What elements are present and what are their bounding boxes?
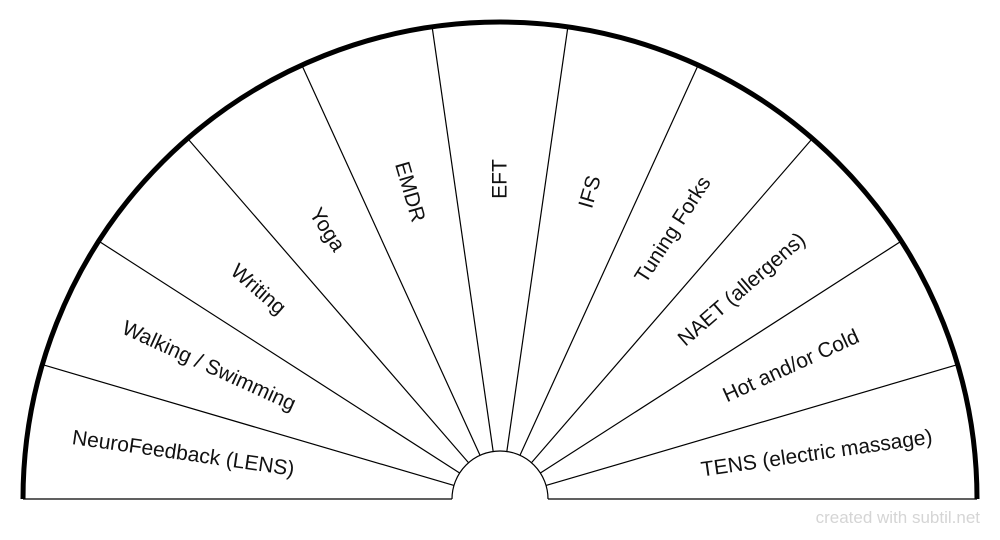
wedge-label: Writing xyxy=(226,259,290,319)
wedge-label: Tuning Forks xyxy=(630,172,715,287)
divider-lines xyxy=(23,26,977,500)
watermark-text: created with subtil.net xyxy=(815,508,980,527)
wedge-label: EMDR xyxy=(390,159,429,225)
wedge-divider xyxy=(506,26,569,452)
wedge-divider xyxy=(530,138,813,464)
center-hub xyxy=(451,450,549,500)
wedge-divider xyxy=(98,240,460,474)
wedge-label: EFT xyxy=(489,159,512,199)
wedge-label: Yoga xyxy=(305,204,350,256)
wedge-label: NeuroFeedback (LENS) xyxy=(71,426,296,481)
wedge-label: IFS xyxy=(575,173,606,211)
wedge-label: Walking / Swimming xyxy=(119,316,300,415)
wedge-divider xyxy=(519,64,699,456)
wedge-divider xyxy=(187,138,470,464)
wedge-divider xyxy=(431,26,494,452)
outer-arc xyxy=(20,19,980,500)
wedge-label: Hot and/or Cold xyxy=(719,325,862,407)
wedge-divider xyxy=(42,364,455,487)
wedge-labels: NeuroFeedback (LENS) Walking / SwimmingWr… xyxy=(71,159,934,481)
wedge-divider xyxy=(545,364,958,487)
wedge-label: NAET (allergens) xyxy=(674,228,810,351)
wedge-label: TENS (electric massage) xyxy=(700,425,934,481)
wedge-divider xyxy=(301,64,481,456)
wedge-divider xyxy=(540,240,902,474)
